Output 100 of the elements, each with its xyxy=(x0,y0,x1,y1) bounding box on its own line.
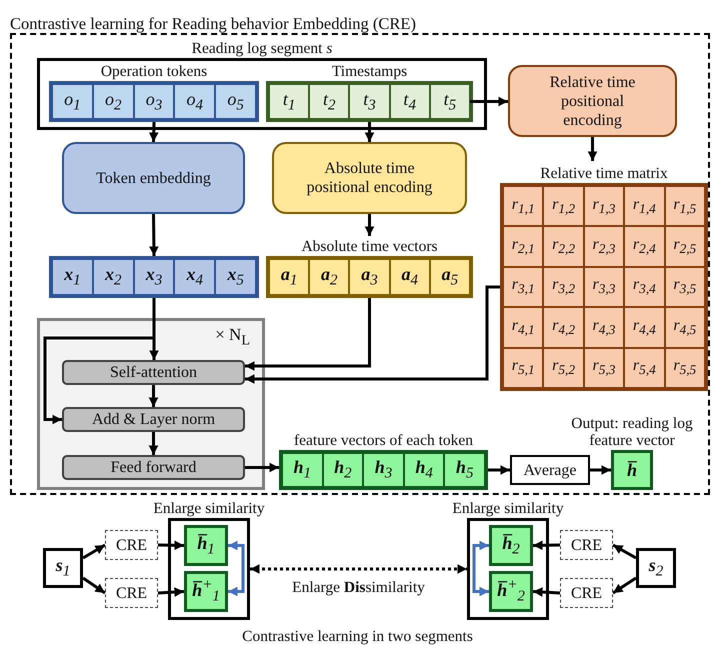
matrix-cell xyxy=(503,307,544,348)
vector-cell xyxy=(390,259,430,295)
cell-label: a$_{4}$ xyxy=(401,264,418,290)
cell-label: r$_{4,4}$ xyxy=(632,316,656,338)
cell-label: a$_{2}$ xyxy=(321,264,338,290)
cell-label: a$_{3}$ xyxy=(361,264,378,290)
layer-block xyxy=(37,318,265,490)
cell-label: x$_{3}$ xyxy=(146,264,162,290)
group-title: Contrastive learning for Reading behavior Embedding (CRE) xyxy=(10,15,416,32)
timestamp-cell xyxy=(349,84,390,119)
cell-label: h̅$_{2}$ xyxy=(502,532,520,558)
cell-label: x$_{5}$ xyxy=(227,264,244,290)
arrow xyxy=(364,214,374,236)
cell-label: h̅ xyxy=(626,460,637,480)
cell-label: r$_{3,2}$ xyxy=(552,276,576,298)
matrix-cell xyxy=(503,226,544,267)
cell-label: r$_{4,1}$ xyxy=(512,316,535,338)
cell-label: r$_{3,5}$ xyxy=(673,276,696,298)
vector-cell xyxy=(269,259,310,295)
arrow xyxy=(245,286,500,384)
module-box xyxy=(560,530,613,560)
box-label: CRE xyxy=(116,536,148,554)
cell-label: r$_{2,1}$ xyxy=(512,236,535,258)
matrix-cell xyxy=(543,307,584,348)
cell-label: o$_{2}$ xyxy=(104,88,122,114)
vector-row xyxy=(49,256,259,298)
vector-cell xyxy=(444,453,485,487)
cell-label: r$_{1,5}$ xyxy=(673,196,696,217)
timestamp-cell xyxy=(430,84,470,119)
matrix-cell xyxy=(584,226,624,267)
cell-label: t$_{5}$ xyxy=(444,88,456,114)
group-title: Relative time matrix xyxy=(540,165,668,182)
vector-cell xyxy=(174,259,216,295)
vector-cell xyxy=(322,453,364,487)
arrow xyxy=(158,587,184,597)
arrow xyxy=(82,576,106,594)
cell-label: h̅$_{1}$ xyxy=(197,532,215,558)
group-title: Absolute time vectors xyxy=(301,238,438,255)
input-box xyxy=(43,548,83,588)
box-label: Add & Layer norm xyxy=(92,410,216,429)
cell-label: r$_{5,5}$ xyxy=(673,357,696,378)
box-label: CRE xyxy=(570,536,602,554)
vector-cell xyxy=(184,525,228,566)
arrow xyxy=(82,544,106,560)
token-cell xyxy=(52,84,93,119)
module-box xyxy=(105,530,158,560)
arrow xyxy=(470,96,508,106)
cell-label: h$_{4}$ xyxy=(415,457,433,483)
cell-label: r$_{5,4}$ xyxy=(632,357,656,378)
group-title: Timestamps xyxy=(332,63,408,80)
cell-label: a$_{5}$ xyxy=(442,264,458,290)
arrow xyxy=(148,432,158,455)
vector-cell xyxy=(430,259,470,295)
cell-label: o$_{5}$ xyxy=(227,88,244,114)
cell-label: r$_{1,3}$ xyxy=(592,196,616,217)
vector-cell xyxy=(282,453,323,487)
token-cell xyxy=(174,84,216,119)
matrix-cell xyxy=(624,348,665,388)
box-label: Absolute time positional encoding xyxy=(306,159,434,197)
box-label: Self-attention xyxy=(110,363,198,382)
group-title: Reading log segment s xyxy=(192,40,332,57)
arrow xyxy=(148,385,158,407)
matrix-cell xyxy=(584,186,624,226)
cell-label: h$_{1}$ xyxy=(294,457,312,483)
cell-label: o$_{1}$ xyxy=(64,88,81,114)
vector-cell xyxy=(52,259,93,295)
cell-label: r$_{5,2}$ xyxy=(552,357,576,378)
cell-label: r$_{2,2}$ xyxy=(552,236,576,258)
matrix-cell xyxy=(584,348,624,388)
vector-cell xyxy=(363,453,404,487)
vector-cell xyxy=(215,259,256,295)
vector-cell xyxy=(184,571,228,612)
cell-label: t$_{2}$ xyxy=(323,88,336,114)
group-title: Enlarge similarity xyxy=(153,500,265,517)
matrix-cell xyxy=(664,307,705,348)
matrix-cell xyxy=(543,348,584,388)
token-cell xyxy=(215,84,256,119)
box-label: × N$_{L}$ xyxy=(215,325,250,350)
cell-label: r$_{3,1}$ xyxy=(512,276,535,298)
arrow xyxy=(245,462,279,472)
vector-cell xyxy=(489,525,533,566)
matrix-cell xyxy=(543,186,584,226)
box-label: CRE xyxy=(570,584,602,602)
vector-cell xyxy=(309,259,350,295)
caption: Contrastive learning in two segments xyxy=(241,628,474,646)
arrow xyxy=(532,540,560,550)
cell-label: r$_{3,3}$ xyxy=(592,276,616,298)
group-title: Enlarge similarity xyxy=(452,500,564,517)
token-cell xyxy=(134,84,174,119)
cell-label: r$_{5,1}$ xyxy=(512,357,535,378)
matrix-cell xyxy=(543,266,584,308)
cell-label: s$_{2}$ xyxy=(648,555,664,581)
box-label: Relative time positional encoding xyxy=(548,72,636,130)
matrix-cell xyxy=(624,186,665,226)
token-cell xyxy=(92,84,134,119)
arrow xyxy=(149,214,159,256)
vector-cell xyxy=(92,259,134,295)
matrix-cell xyxy=(503,266,544,308)
cell-label: r$_{1,1}$ xyxy=(512,196,535,217)
matrix-cell xyxy=(664,186,705,226)
